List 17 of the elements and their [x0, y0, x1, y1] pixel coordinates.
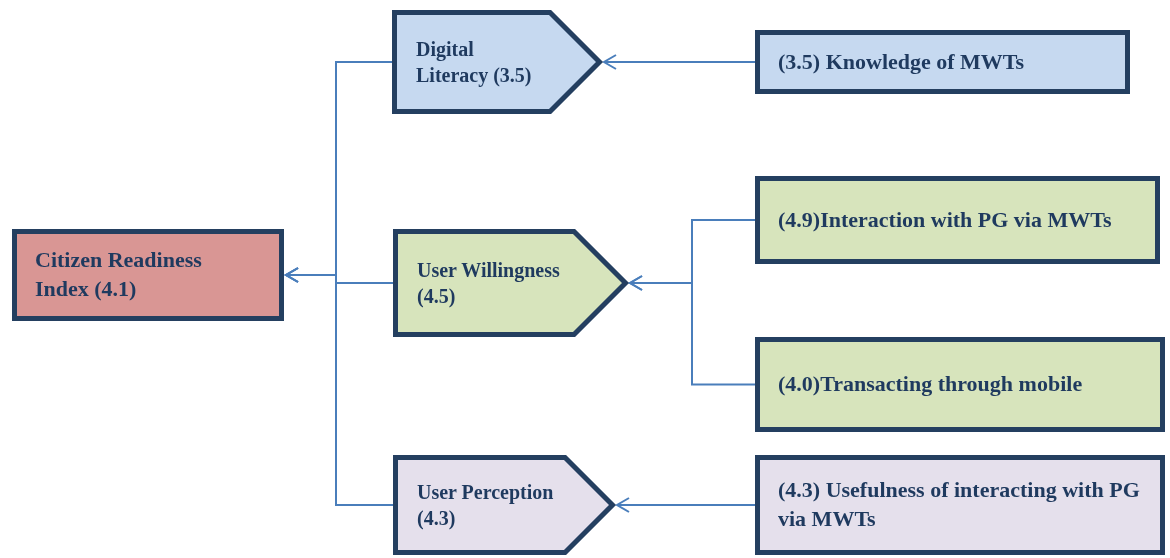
node-label: User Perception (4.3)	[417, 480, 555, 531]
process-box	[755, 337, 1165, 432]
node-label: Citizen Readiness Index (4.1)	[35, 246, 203, 303]
process-box	[12, 229, 284, 321]
process-box	[755, 455, 1165, 555]
arrow	[629, 275, 756, 386]
node-label: User Willingness (4.5)	[417, 258, 561, 309]
arrow	[603, 54, 756, 70]
node-label: (4.9)Interaction with PG via MWTs	[778, 205, 1112, 234]
arrow	[285, 267, 394, 506]
node-label: (4.3) Usefulness of interacting with PG via MWTs	[778, 476, 1141, 533]
arrow	[616, 497, 756, 513]
node-label: (4.0)Transacting through mobile	[778, 370, 1083, 399]
node-label: (3.5) Knowledge of MWTs	[778, 47, 1025, 76]
process-box	[755, 176, 1160, 264]
process-box	[755, 30, 1130, 94]
node-label: Digital Literacy (3.5)	[416, 37, 533, 88]
